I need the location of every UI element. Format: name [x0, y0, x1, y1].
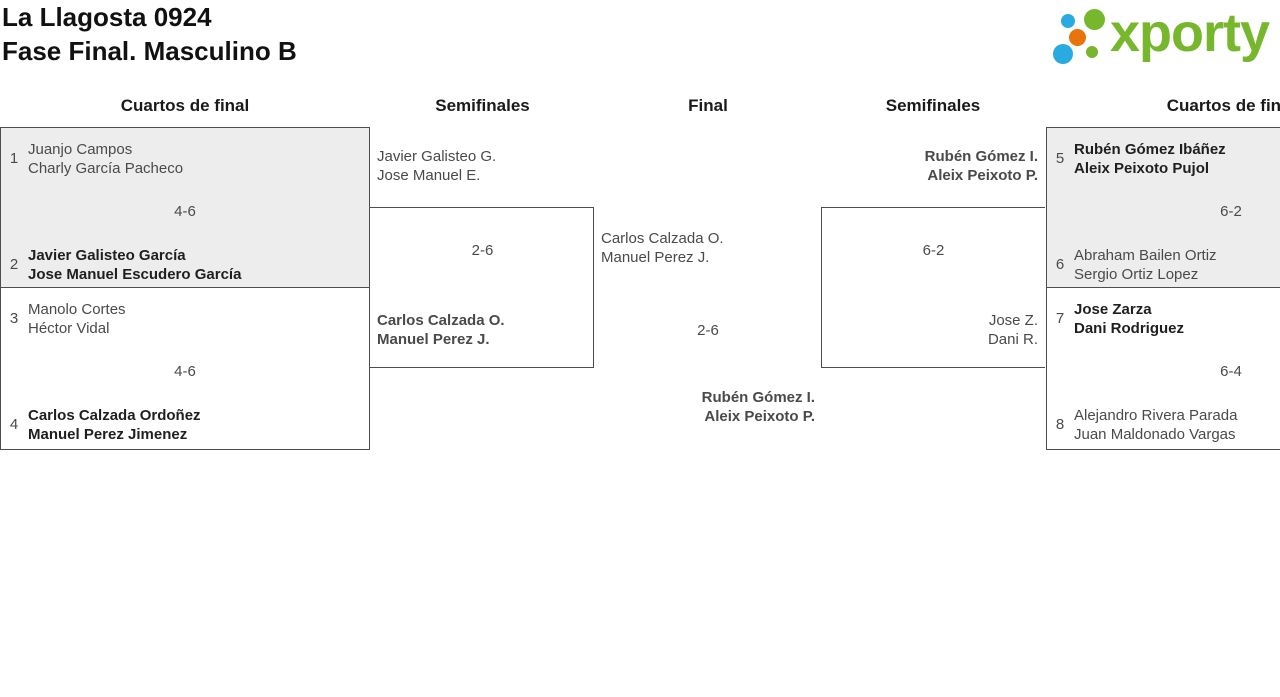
tournament-name: La Llagosta 0924	[2, 2, 212, 32]
match-score: 4-6	[174, 203, 196, 220]
team-pair-winner: Rubén Gómez I. Aleix Peixoto P.	[600, 388, 815, 426]
player-name: Jose Z.	[988, 312, 1038, 329]
player-name: Dani R.	[987, 331, 1038, 348]
connector-semifinal-right	[821, 207, 1045, 368]
player-name: Rubén Gómez Ibáñez	[1074, 141, 1226, 158]
player-name: Javier Galisteo G.	[377, 148, 497, 165]
round-header-semifinals-left: Semifinales	[435, 96, 530, 115]
match-score: 6-2	[1220, 203, 1242, 220]
team-pair-winner: Jose Zarza Dani Rodriguez	[1074, 300, 1184, 338]
logo-dot-icon	[1084, 9, 1105, 30]
team-pair: Abraham Bailen Ortiz Sergio Ortiz Lopez	[1074, 246, 1217, 284]
player-name: Manuel Perez Jimenez	[28, 426, 188, 443]
team-pair-winner: Carlos Calzada O. Manuel Perez J.	[377, 311, 505, 349]
match-box-qf4[interactable]: 7 Jose Zarza Dani Rodriguez 6-4 8 Alejan…	[1046, 288, 1280, 450]
team-pair-winner: Rubén Gómez Ibáñez Aleix Peixoto Pujol	[1074, 140, 1226, 178]
player-name: Javier Galisteo García	[28, 247, 186, 264]
player-name: Manuel Perez J.	[601, 249, 710, 266]
player-name: Alejandro Rivera Parada	[1074, 407, 1238, 424]
player-name: Rubén Gómez I.	[924, 148, 1038, 165]
seed-number: 2	[9, 256, 19, 273]
team-pair: Jose Z. Dani R.	[826, 311, 1038, 349]
seed-number: 7	[1055, 310, 1065, 327]
match-score: 2-6	[471, 242, 494, 259]
player-name: Carlos Calzada O.	[377, 312, 505, 329]
match-score: 2-6	[697, 322, 719, 339]
match-box-qf2[interactable]: 3 Manolo Cortes Héctor Vidal 4-6 4 Carlo…	[0, 288, 370, 450]
player-name: Manuel Perez J.	[377, 331, 490, 348]
player-name: Rubén Gómez I.	[701, 389, 815, 406]
player-name: Charly García Pacheco	[28, 160, 184, 177]
player-name: Juanjo Campos	[28, 141, 133, 158]
seed-number: 6	[1055, 256, 1065, 273]
player-name: Sergio Ortiz Lopez	[1074, 266, 1199, 283]
player-name: Aleix Peixoto P.	[704, 408, 815, 425]
player-name: Aleix Peixoto P.	[927, 167, 1038, 184]
player-name: Aleix Peixoto Pujol	[1074, 160, 1210, 177]
round-header-final: Final	[688, 96, 728, 115]
logo-wordmark: xporty	[1110, 3, 1270, 63]
match-box-qf1[interactable]: 1 Juanjo Campos Charly García Pacheco 4-…	[0, 127, 370, 288]
seed-number: 4	[9, 416, 19, 433]
team-pair-winner: Javier Galisteo García Jose Manuel Escud…	[28, 246, 241, 284]
team-pair-winner: Rubén Gómez I. Aleix Peixoto P.	[826, 147, 1038, 185]
logo-dot-icon	[1069, 29, 1086, 46]
team-pair: Javier Galisteo G. Jose Manuel E.	[377, 147, 496, 185]
player-name: Dani Rodriguez	[1074, 320, 1185, 337]
player-name: Carlos Calzada O.	[601, 230, 724, 247]
seed-number: 8	[1055, 416, 1065, 433]
player-name: Jose Zarza	[1074, 301, 1152, 318]
round-header-quarterfinals-left: Cuartos de final	[120, 96, 250, 115]
phase-name: Fase Final. Masculino B	[2, 36, 297, 66]
seed-number: 5	[1055, 150, 1065, 167]
player-name: Manolo Cortes	[28, 301, 126, 318]
player-name: Héctor Vidal	[28, 320, 110, 337]
team-pair: Juanjo Campos Charly García Pacheco	[28, 140, 183, 178]
xporty-logo[interactable]: xporty	[1050, 0, 1280, 72]
player-name: Abraham Bailen Ortiz	[1074, 247, 1217, 264]
team-pair: Alejandro Rivera Parada Juan Maldonado V…	[1074, 406, 1237, 444]
match-score: 6-2	[922, 242, 945, 259]
team-pair: Carlos Calzada O. Manuel Perez J.	[601, 229, 724, 267]
round-header-semifinals-right: Semifinales	[885, 96, 981, 115]
player-name: Juan Maldonado Vargas	[1074, 426, 1236, 443]
player-name: Jose Manuel Escudero García	[28, 266, 242, 283]
player-name: Jose Manuel E.	[377, 167, 481, 184]
connector-semifinal-left	[370, 207, 594, 368]
logo-dot-icon	[1061, 14, 1075, 28]
match-box-qf3[interactable]: 5 Rubén Gómez Ibáñez Aleix Peixoto Pujol…	[1046, 127, 1280, 288]
seed-number: 1	[9, 150, 19, 167]
logo-dot-icon	[1086, 46, 1098, 58]
match-score: 4-6	[174, 363, 196, 380]
round-header-quarterfinals-right: Cuartos de final	[1166, 96, 1280, 115]
match-score: 6-4	[1220, 363, 1242, 380]
player-name: Carlos Calzada Ordoñez	[28, 407, 201, 424]
page-title: La Llagosta 0924 Fase Final. Masculino B	[2, 0, 297, 68]
logo-dot-icon	[1053, 44, 1073, 64]
team-pair: Manolo Cortes Héctor Vidal	[28, 300, 126, 338]
seed-number: 3	[9, 310, 19, 327]
team-pair-winner: Carlos Calzada Ordoñez Manuel Perez Jime…	[28, 406, 201, 444]
